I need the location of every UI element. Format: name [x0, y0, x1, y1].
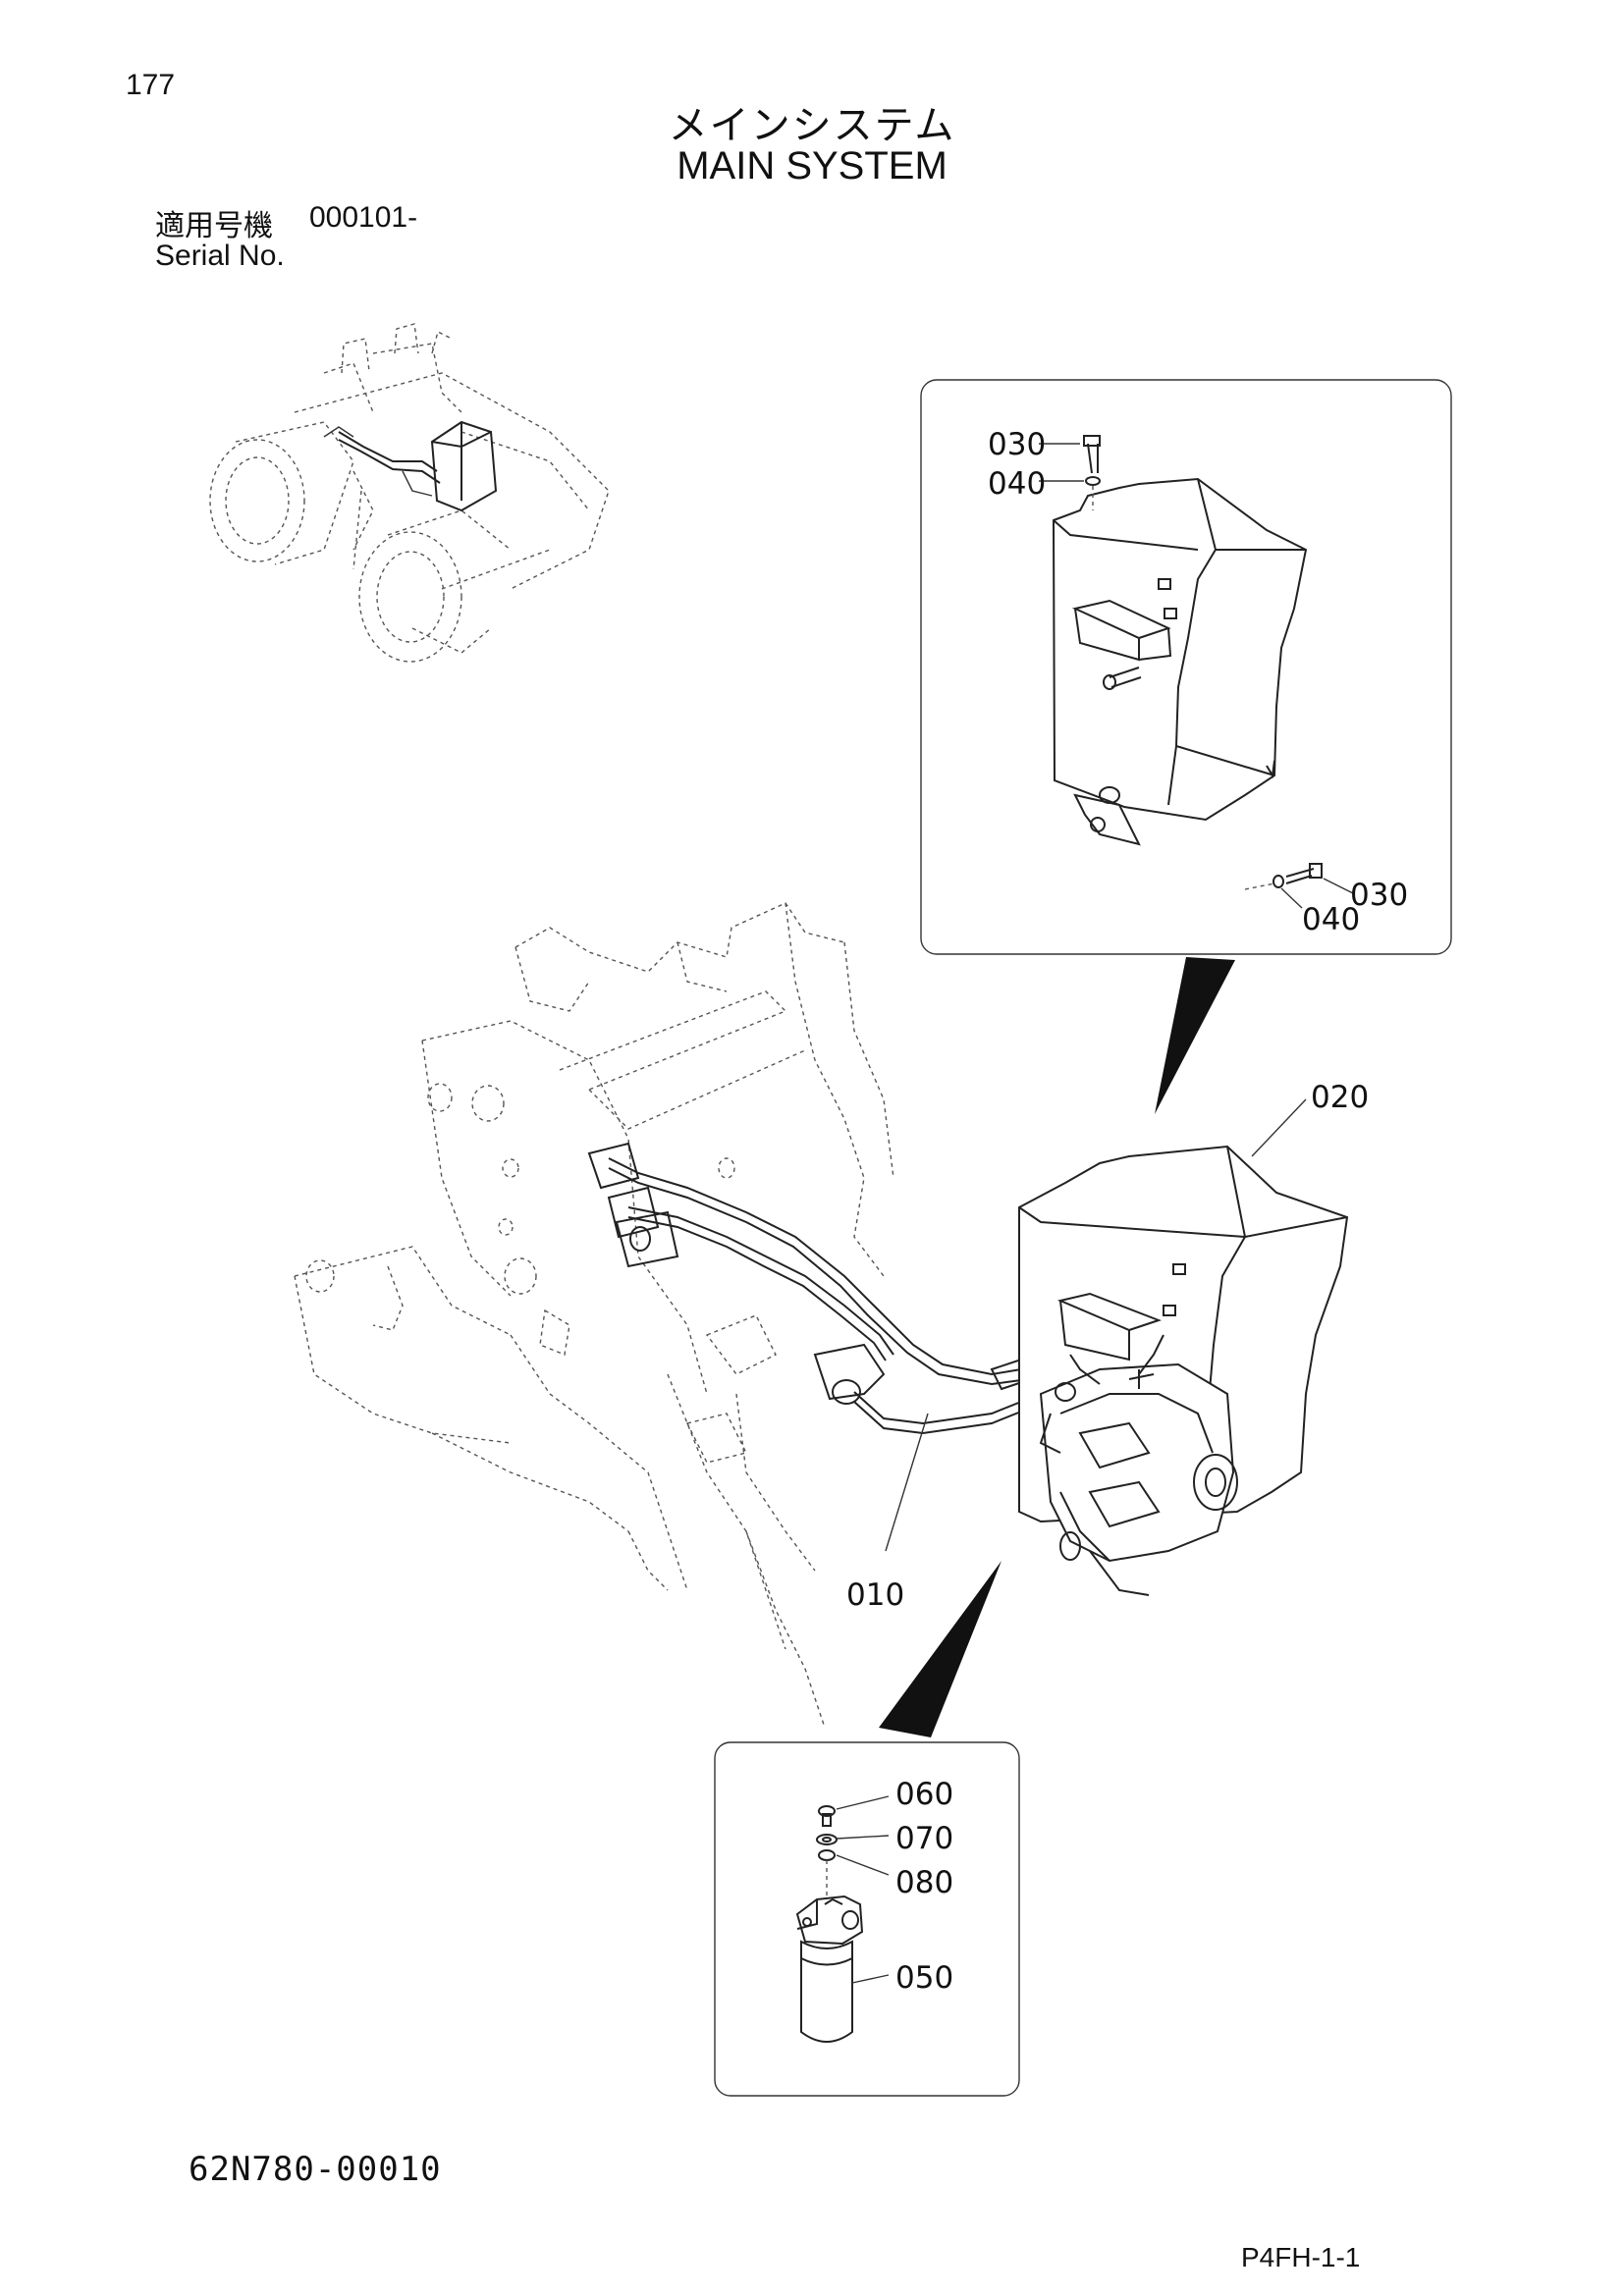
leader-line-020 [1251, 1098, 1307, 1157]
callout-020: 020 [1311, 1080, 1369, 1115]
callout-070: 070 [895, 1821, 953, 1856]
callout-040-top: 040 [988, 466, 1046, 502]
page-title: MAIN SYSTEM [677, 144, 947, 187]
callout-050: 050 [895, 1960, 953, 1996]
frame-illustration [294, 902, 894, 1729]
drawing-code: 62N780-00010 [189, 2150, 442, 2189]
detail-pointer-filter [879, 1561, 1001, 1737]
hose-assembly [587, 1142, 1042, 1435]
detail-box-filter [714, 1741, 1020, 2097]
callout-030-bottom: 030 [1350, 878, 1408, 913]
callout-040-bottom: 040 [1302, 902, 1360, 937]
callout-060: 060 [895, 1777, 953, 1812]
page-title-japanese: メインシステム [668, 103, 956, 148]
callout-080: 080 [895, 1865, 953, 1900]
serial-label: Serial No. [155, 240, 285, 272]
callout-030-top: 030 [988, 427, 1046, 462]
serial-label-japanese: 適用号機 [155, 209, 273, 243]
detail-pointer-tank [1155, 957, 1235, 1114]
callout-010: 010 [846, 1577, 904, 1613]
leader-line-010 [885, 1413, 929, 1552]
serial-number-range: 000101- [309, 201, 418, 234]
page-reference: P4FH-1-1 [1241, 2242, 1361, 2272]
detail-box-tank [920, 379, 1452, 955]
machine-overview-illustration [209, 323, 610, 663]
hydraulic-tank-and-pump [1018, 1145, 1349, 1596]
page-number: 177 [126, 69, 176, 101]
